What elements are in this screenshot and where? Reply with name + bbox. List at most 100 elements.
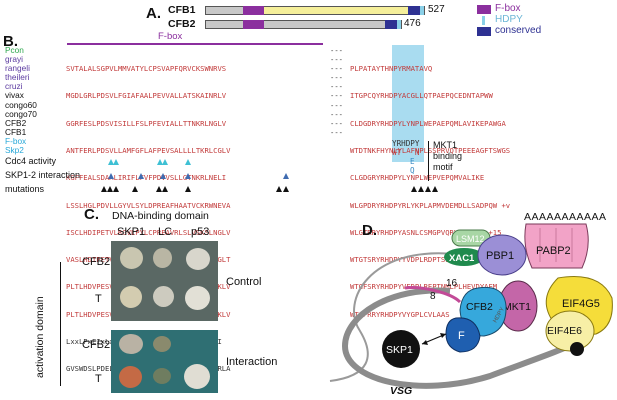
legend-conserved-swatch [477,27,491,36]
interaction-label: Interaction [226,356,278,368]
colony [153,336,171,352]
seq-name-congo60: congo60 [5,99,37,110]
column-skp1: SKP1 [117,226,146,238]
hdpy-highlight [392,45,424,162]
f-label: F [458,330,465,342]
fbox-region-line [67,43,323,45]
legend-conserved-label: conserved [495,25,542,36]
seq1-cruzi: KGFFEALSDAALIRIFLFVFPDVVSLLGTNKRLNELI [66,173,227,183]
cdc4-marker [108,159,114,165]
mrna-strand-thick [341,287,582,389]
colony [184,364,210,389]
seq2-theileri: WTDTNKFHYNLYLAFNPLSSPRVQTPEEEAGFTSWGS [350,146,511,156]
legend-hdpy-swatch [482,16,485,25]
mutation-marker [425,186,431,192]
number-8: 8 [430,291,436,302]
row-label-mutations: mutations [5,184,45,194]
mutation-marker [156,186,162,192]
interaction-plate [111,330,218,393]
cfb2-label: CFB2 [466,301,493,313]
mrna-strand-upper [404,286,462,304]
eif4e6-protein [545,310,595,352]
control-label: Control [226,276,262,288]
seq-name-congo70: congo70 [5,108,37,119]
row-label-cdc4: Cdc4 activity [5,156,57,166]
colony [119,366,142,388]
mutation-marker [432,186,438,192]
mutation-marker [113,186,119,192]
seq1-pcon: SVTALALSGPVLMMVATYLCPSVAPFQRVCKSWNRVS [66,64,227,74]
panel-c-letter: C. [84,206,99,223]
seq-name-theileri: theileri [5,72,30,83]
mutation-marker [185,186,191,192]
cfb1-fbox-domain [243,6,264,15]
mutation-marker [418,186,424,192]
seq-name-vivax: vivax [5,90,24,101]
seq-name-skp2: Skp2 [5,145,24,156]
mutation-marker [162,186,168,192]
cfb2-hdpy-domain [397,20,401,29]
seq2-vivax: WLGPDRYRHDPYRLYKPLAPMVDEMDLLSADPQW +v [350,200,511,210]
seq1-congo60: ISCLHDIPETVLRGVLPYLCPREAVRLSLVSKSLNGLV [66,227,231,237]
colony [120,286,142,308]
seq-name-grayi: grayi [5,54,23,65]
cfb1-hdpy-domain [420,6,424,15]
mutation-marker [276,186,282,192]
cfb2-conserved-domain [385,20,397,29]
seq-name-cruzi: cruzi [5,81,23,92]
hdpy-variants-4: Q [410,166,415,175]
motif-bracket [428,141,429,181]
cfb2-fbox-domain [243,20,264,29]
colony [186,248,210,270]
row-cfb2-control: CFB2 [82,256,111,268]
lsm12-label: LSM12 [456,234,485,244]
motif-label-2: binding [433,151,463,161]
mkt1-label: MKT1 [503,301,531,313]
legend-fbox-swatch [477,5,491,14]
mutation-marker [283,186,289,192]
row-t-interaction: T [95,373,102,385]
skp-marker [160,173,166,179]
colony [120,247,143,269]
cdc4-marker [113,159,119,165]
seq1-theileri: ANTFERLPDSVLLAMFGFLAFPEVSALLLLTKRLCGLV [66,146,231,156]
cdc4-marker [157,159,163,165]
seq2-grayi: ITGPCQYRHDPYACGLLQTPAEPQCEDNTAPWW [350,91,493,101]
control-plate [111,241,218,321]
hdpy-consensus: YRHDPY [392,139,420,148]
activation-domain-axis: activation domain [34,296,46,378]
cfb1-label: CFB1 [168,4,196,16]
colony [185,286,210,310]
cfb1-length: 527 [428,4,445,15]
seq-name-fbox: F-box [5,135,27,146]
eif4g5-label: EIF4G5 [562,298,600,310]
skp-marker [138,173,144,179]
seq1-vivax: LSSLHGLPDVLLGYVLSYLDPREAFHAATVCKRWNEVA [66,200,231,210]
mutation-marker [411,186,417,192]
number-16: 16 [446,278,458,289]
seq2-cfb1: WTGPRRYRHDPYVYGPLCVLAAS [350,309,450,319]
row-cfb2-interaction: CFB2 [82,339,111,351]
marker-triangles [101,159,438,192]
skp1-protein [382,330,420,368]
activation-domain-axis-line [60,262,61,386]
legend-hdpy-label: HDPY [495,14,523,25]
alignment-gap: ------------------------------ [330,46,343,137]
seq2-congo60: WLGTRRYRHDPYASNLCSMGPVQRYRYATQS +15 [350,227,502,237]
skp-marker [283,173,289,179]
xac1-protein [444,248,484,266]
row-label-skp: SKP1-2 interaction [5,170,81,180]
seq2-pcon: PLPATAYTHNPYRMATAVQ [350,64,433,74]
dna-binding-domain-title: DNA-binding domain [112,210,209,222]
hdpy-variants-3: E [410,157,415,166]
cap-structure [570,342,584,356]
seq2-cruzi: CLGDGRYRHDPYLYNPLWEPVEPQMVALIKE [350,173,485,183]
skp-marker [108,173,114,179]
seq-name-cfb2: CFB2 [5,117,27,128]
skp1-label: SKP1 [386,344,413,356]
alignment-names: Pcon grayi rangeli theileri cruzi vivax … [5,45,37,156]
column-p53: p53 [191,226,210,238]
seq1-rangeli: GGRFESLPDSVISILLFSLPFEVIALLTTNKRLNGLV [66,118,227,128]
column-lc: LC [158,226,173,238]
seq2-rangeli: CLDGDRYRHDPYLYNPLWEPAEPQMLAVIKEPAWGA [350,118,506,128]
